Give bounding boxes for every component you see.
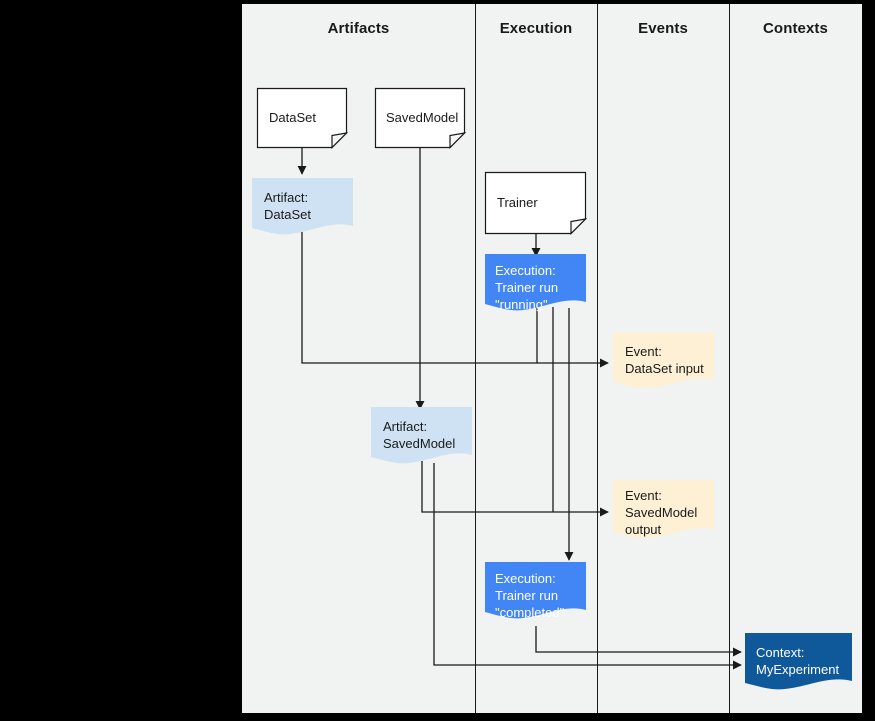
folded-corner-icon: [570, 218, 588, 235]
lane-divider-events-contexts: [729, 4, 730, 713]
node-event-dataset-input-label: Event: DataSet input: [625, 344, 704, 376]
node-trainer-label: Trainer: [497, 195, 538, 210]
node-context-myexperiment[interactable]: Context: MyExperiment: [745, 633, 852, 693]
folded-corner-icon: [449, 132, 467, 149]
document-body-shape: [745, 633, 852, 690]
lane-header-artifacts: Artifacts: [327, 20, 390, 37]
node-context-myexperiment-label: Context: MyExperiment: [756, 645, 840, 677]
node-event-savedmodel-output-label: Event: SavedModel output: [625, 488, 698, 537]
node-trainer[interactable]: Trainer: [484, 171, 588, 235]
document-body-shape: [252, 178, 353, 235]
node-artifact-dataset[interactable]: Artifact: DataSet: [252, 178, 353, 238]
node-artifact-dataset-label: Artifact: DataSet: [264, 190, 311, 222]
diagram-canvas: Artifacts Execution Events Contexts: [242, 4, 862, 713]
lane-header-contexts: Contexts: [763, 20, 828, 37]
node-savedmodel[interactable]: SavedModel: [374, 87, 467, 149]
node-dataset[interactable]: DataSet: [256, 87, 349, 149]
node-savedmodel-label: SavedModel: [386, 110, 459, 125]
node-event-dataset-input[interactable]: Event: DataSet input: [613, 332, 714, 392]
document-body-shape: [371, 407, 472, 464]
node-execution-completed-label: Execution: Trainer run "completed": [495, 571, 565, 620]
node-execution-running[interactable]: Execution: Trainer run "running": [485, 254, 586, 314]
lane-header-events: Events: [638, 20, 688, 37]
node-event-savedmodel-output[interactable]: Event: SavedModel output: [613, 480, 714, 542]
document-body-shape: [485, 254, 586, 311]
node-execution-completed[interactable]: Execution: Trainer run "completed": [485, 562, 586, 622]
edge-artifact-savedmodel-to-event-savedmodel-output: [421, 461, 609, 517]
lane-header-execution: Execution: [499, 20, 573, 37]
node-artifact-savedmodel[interactable]: Artifact: SavedModel: [371, 407, 472, 467]
node-dataset-label: DataSet: [269, 110, 316, 125]
node-artifact-savedmodel-label: Artifact: SavedModel: [383, 419, 456, 451]
edge-execution-completed-to-context: [535, 626, 742, 657]
node-execution-running-label: Execution: Trainer run "running": [495, 263, 559, 312]
lane-divider-execution-events: [597, 4, 598, 713]
document-body-shape: [485, 562, 586, 619]
folded-corner-icon: [331, 132, 349, 149]
lane-divider-artifacts-execution: [475, 4, 476, 713]
document-body-shape: [613, 480, 714, 539]
document-body-shape: [613, 332, 714, 389]
